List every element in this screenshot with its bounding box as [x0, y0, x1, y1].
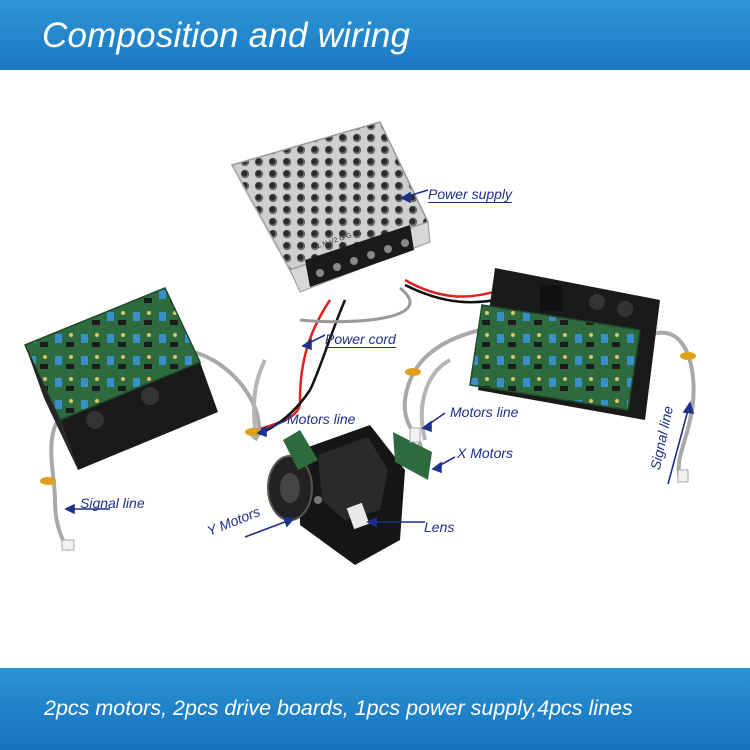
label-motors-line-left: Motors line [287, 411, 356, 427]
connectors [61, 427, 689, 551]
label-x-motors: X Motors [457, 445, 514, 461]
cable-ties [40, 352, 696, 485]
header-bar [0, 0, 750, 70]
right-drive-board [469, 268, 660, 420]
power-supply: L N V2 G G V1 [230, 121, 431, 293]
label-power-supply: Power supply [428, 186, 513, 203]
footer-caption: 2pcs motors, 2pcs drive boards, 1pcs pow… [44, 696, 633, 720]
terminal-block [305, 225, 414, 287]
annotation-arrows [64, 189, 695, 538]
left-drive-board [23, 287, 218, 470]
label-power-cord: Power cord [325, 331, 396, 348]
label-lens: Lens [424, 519, 455, 535]
galvo-assembly [267, 425, 432, 565]
footer-bar [0, 668, 750, 750]
label-signal-line-left: Signal line [80, 495, 145, 511]
page-title: Composition and wiring [42, 16, 411, 55]
label-motors-line-right: Motors line [450, 404, 519, 420]
